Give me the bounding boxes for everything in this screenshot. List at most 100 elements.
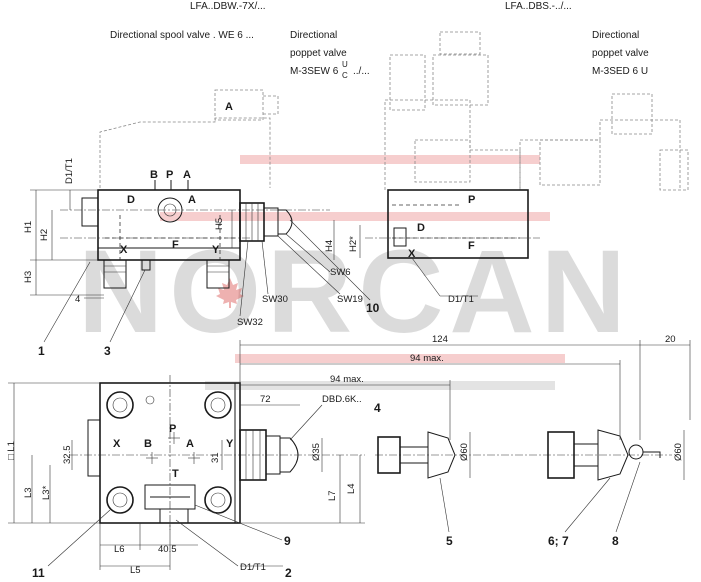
ghost-poppet-right-plug [659, 149, 689, 191]
leader-d1t1-right [411, 257, 441, 297]
side-port-x: X [120, 244, 128, 256]
right-port-p: P [468, 194, 475, 206]
dim-h3: H3 [23, 271, 34, 283]
header-poppet-right-3: M-3SED 6 U [592, 66, 648, 77]
ghost-poppet-right-body [519, 119, 681, 190]
bottom-port-tab [159, 508, 189, 524]
ghost-poppet-mid-body [384, 99, 521, 190]
item-10: 10 [366, 301, 380, 315]
dim-l1: □ L1 [6, 441, 17, 460]
top-port-b: B [144, 438, 152, 450]
maple-leaf-icon [216, 278, 244, 308]
leader-item-8 [615, 461, 641, 533]
ghost-spool-valve-body [99, 117, 271, 188]
lock-key-icon [628, 444, 644, 460]
header-lfa-dbw: LFA..DBW.-7X/... [190, 1, 266, 12]
ghost-poppet-right-connector [611, 93, 653, 135]
leader-sw19 [277, 235, 341, 295]
small-bore-top [145, 395, 155, 405]
top-port-x: X [113, 438, 121, 450]
item-11: 11 [32, 566, 45, 580]
dim-h5: H5 [214, 218, 225, 230]
header-poppet-mid-2: poppet valve [290, 48, 347, 59]
top-port-a: A [186, 438, 194, 450]
header-poppet-mid-3: M-3SEW 6 [290, 66, 339, 77]
leader-sw30 [261, 240, 269, 295]
dim-h1: H1 [23, 221, 34, 233]
adj-element-5-knob [427, 431, 456, 479]
dim-72: 72 [260, 394, 271, 405]
side-port-p: P [166, 169, 173, 181]
dim-31: 31 [210, 452, 221, 463]
item-8: 8 [612, 534, 619, 548]
dim-h4: H4 [324, 240, 335, 252]
header-poppet-mid-suffix: ../... [353, 66, 370, 77]
dim-l7: L7 [327, 490, 338, 501]
dim-l3s: L3* [41, 485, 52, 500]
header-poppet-mid-u: U [342, 60, 348, 69]
leader-d1t1-bottom [175, 519, 239, 567]
top-port-p: P [169, 423, 176, 435]
corner-bore-tl-in [112, 397, 128, 413]
housing-left-plate [81, 197, 99, 227]
header-poppet-mid-c: C [342, 71, 348, 80]
ghost-solenoid-a-cable [263, 95, 279, 115]
item-67: 6; 7 [548, 534, 569, 548]
dim-94max: 94 max. [410, 353, 444, 364]
ghost-poppet-mid-connector [389, 54, 426, 111]
leader-item-5 [439, 477, 450, 533]
top-view: X B P A T Y [6, 334, 691, 580]
watermark-bar-red-mid [160, 212, 550, 221]
header-poppet-mid-1: Directional [290, 30, 337, 41]
subplate-left-flange [87, 419, 101, 477]
bottom-plug-right [206, 259, 230, 289]
item-5: 5 [446, 534, 453, 548]
dim-l6: L6 [114, 544, 125, 555]
bottom-plug-left [103, 259, 127, 289]
leader-item-3 [109, 269, 146, 343]
item-4: 4 [374, 401, 381, 415]
item-9: 9 [284, 534, 291, 548]
dim-h2s: H2* [348, 236, 359, 252]
leader-item-67 [564, 477, 611, 533]
header-poppet-right-1: Directional [592, 30, 639, 41]
corner-bore-bl-in [112, 492, 128, 508]
lock-key-shaft [643, 451, 661, 458]
cartridge-nut-side [263, 207, 279, 237]
leader-sw32 [239, 240, 249, 317]
item-2: 2 [285, 566, 292, 580]
dim-l4: L4 [346, 483, 357, 494]
side-port-f: F [172, 239, 179, 251]
ghost-poppet-mid-coil [432, 54, 489, 106]
corner-bore-tl [106, 391, 134, 419]
dim-d35: Ø35 [311, 443, 322, 461]
leader-item-10 [289, 219, 371, 301]
side-port-y: Y [212, 244, 220, 256]
dim-325: 32.5 [62, 446, 73, 465]
bottom-screw [141, 259, 151, 271]
ghost-poppet-mid-lower [414, 139, 471, 183]
dim-d60a: Ø60 [459, 443, 470, 461]
corner-bore-br [204, 486, 232, 514]
dim-124: 124 [432, 334, 448, 345]
right-housing-block [387, 189, 529, 259]
side-port-d: D [127, 194, 135, 206]
leader-item-9 [194, 504, 283, 541]
dim-sw30: SW30 [262, 294, 288, 305]
leader-item-11 [47, 509, 111, 567]
right-port-f: F [468, 240, 475, 252]
top-port-y: Y [226, 438, 234, 450]
watermark: NORCAN [78, 155, 626, 390]
dim-four: 4 [75, 294, 80, 305]
dim-sw32: SW32 [237, 317, 263, 328]
dim-20: 20 [665, 334, 676, 345]
dim-sw6: SW6 [330, 267, 351, 278]
side-view: A B P A D A F X Y [23, 31, 689, 358]
corner-bore-tr [204, 391, 232, 419]
side-port-a2: A [188, 194, 196, 206]
item-3: 3 [104, 344, 111, 358]
top-port-t: T [172, 468, 179, 480]
right-port-d: D [417, 222, 425, 234]
side-port-a: A [183, 169, 191, 181]
